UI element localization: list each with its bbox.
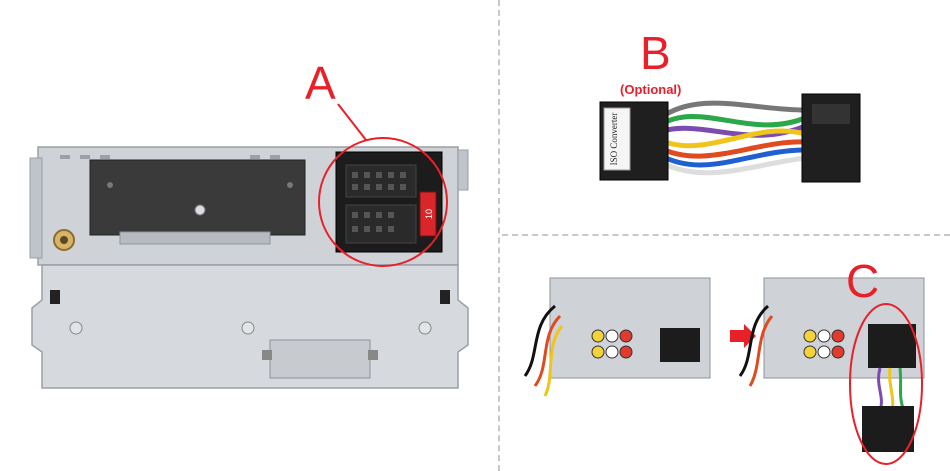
bracket-tab — [269, 339, 371, 379]
dark-mounting-plate — [89, 159, 306, 236]
bracket-screw-left — [69, 321, 83, 335]
label-b: B — [640, 27, 671, 79]
converter-wires — [657, 100, 808, 176]
iso-connector-upper — [345, 164, 417, 198]
callout-circle-a — [318, 137, 448, 267]
unit-one-iso-port — [660, 328, 700, 362]
unit-two-cables — [738, 304, 774, 387]
iso-connector-pins — [352, 172, 406, 232]
unit-two-iso-plug — [868, 324, 916, 368]
chassis-right-flange — [457, 149, 469, 191]
attached-converter-plug — [862, 406, 914, 452]
label-b-optional: (Optional) — [620, 82, 682, 97]
panel-a-radio-rear: 10 A — [29, 57, 469, 389]
bracket-screw-right — [418, 321, 432, 335]
plate-screw — [194, 204, 206, 216]
converter-right-plug-slot — [812, 104, 850, 124]
antenna-socket-center — [60, 236, 68, 244]
callout-ellipse-c — [849, 303, 923, 465]
bracket-slot-right — [440, 290, 450, 304]
panel-b-iso-converter: ISO Converter B (Optional) — [500, 0, 950, 234]
plate-rivet-left — [107, 182, 113, 188]
bracket-slot-left — [50, 290, 60, 304]
horizontal-divider — [502, 234, 950, 236]
chassis-left-flange — [29, 157, 43, 259]
bracket-tab-clip-left — [262, 350, 272, 360]
radio-rear-illustration: 10 — [29, 103, 469, 389]
plate-rivet-right — [287, 182, 293, 188]
fuse — [419, 191, 437, 237]
panel-c-install-steps: C — [500, 236, 950, 471]
converter-sticker-text: ISO Converter — [609, 113, 619, 166]
bracket-screw-center — [241, 321, 255, 335]
fuse-value: 10 — [424, 209, 434, 219]
bracket-tab-clip-right — [368, 350, 378, 360]
unit-one-rca-jacks — [591, 329, 633, 359]
install-steps-illustration — [523, 277, 925, 465]
iso-connector-lower — [345, 204, 417, 244]
unit-one-cables — [523, 304, 564, 397]
chassis-vents — [60, 155, 280, 159]
converter-sticker — [603, 107, 631, 171]
plate-bracket — [119, 231, 271, 245]
unit-two-rca-jacks — [803, 329, 845, 359]
vertical-divider — [498, 0, 500, 471]
callout-leader-a — [337, 103, 367, 141]
label-a: A — [305, 57, 336, 109]
label-c: C — [846, 255, 880, 307]
iso-converter-illustration: ISO Converter — [599, 93, 861, 183]
